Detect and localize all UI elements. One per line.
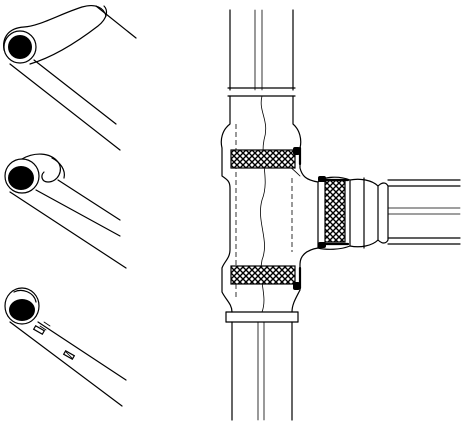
band-lower <box>230 265 302 290</box>
band-upper <box>230 146 302 169</box>
tee-assembly <box>220 9 461 421</box>
pipe-bore <box>8 35 32 59</box>
branch-pipe <box>377 179 461 245</box>
branch-collar <box>317 176 379 250</box>
pipe-bore <box>8 166 34 190</box>
lower-pipe <box>225 311 299 421</box>
pipe-end-notched <box>4 287 127 407</box>
pipe-end-collar <box>3 4 137 151</box>
upper-pipe <box>227 9 296 97</box>
pipe-bore <box>9 299 35 321</box>
pipe-end-hook <box>4 153 127 269</box>
